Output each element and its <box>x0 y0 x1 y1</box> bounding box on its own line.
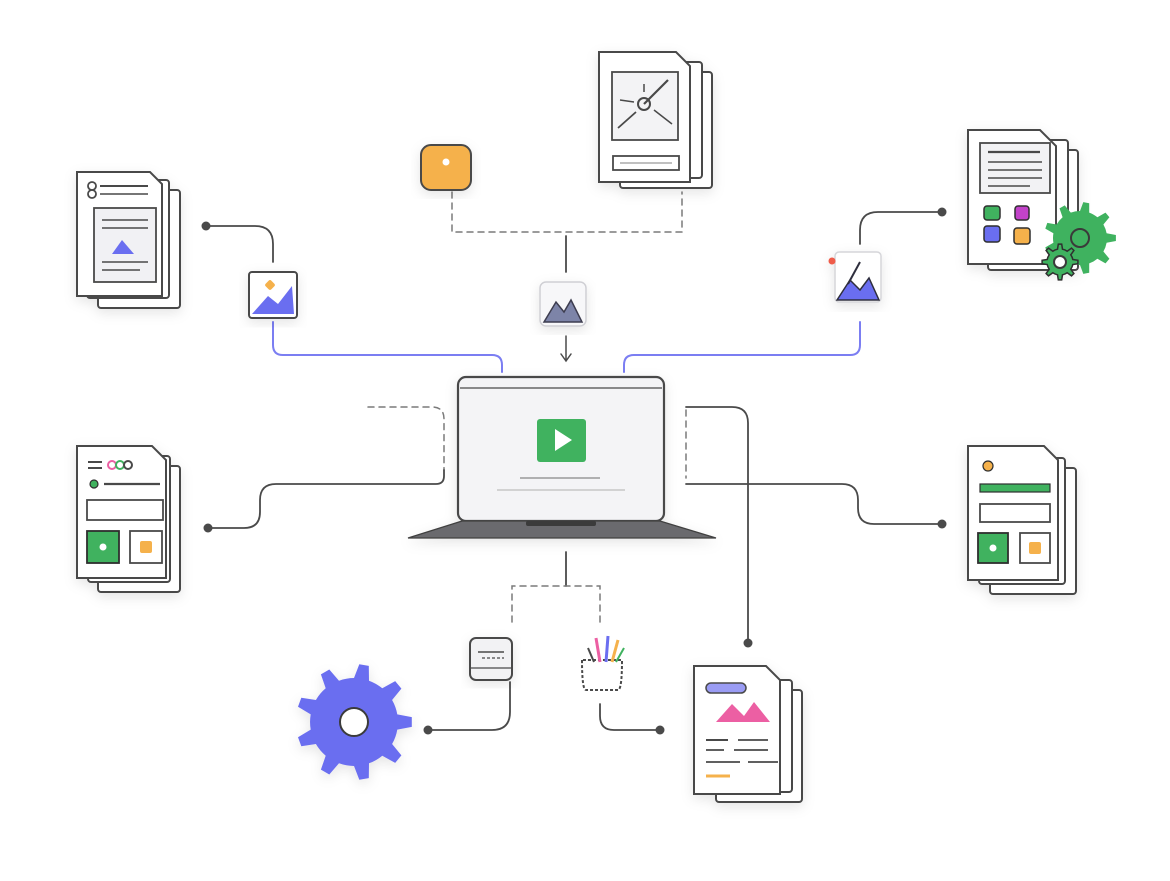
connectors <box>201 191 947 735</box>
connector-left-dashed <box>367 406 445 471</box>
connector-dot <box>201 221 211 231</box>
connector-bottom-dashed <box>511 585 601 623</box>
gear-hole <box>339 707 369 737</box>
image-icon <box>248 271 298 319</box>
document-stack-icon <box>967 445 1077 595</box>
document-stack-icon <box>693 665 803 803</box>
connector-dot <box>937 519 947 529</box>
image-icon <box>828 251 882 303</box>
connector-top-left-purple <box>272 321 503 373</box>
document-stack-icon <box>76 445 181 593</box>
gear-icon <box>298 664 412 780</box>
document-stack-icon <box>76 171 181 309</box>
connector-top-right-dark <box>859 211 943 245</box>
laptop-play-icon <box>407 375 717 539</box>
document-stack-icon <box>967 129 1079 271</box>
connector-dot <box>655 725 665 735</box>
connector-left-mid <box>207 469 445 529</box>
note-card-icon <box>469 637 513 681</box>
connector-dot <box>937 207 947 217</box>
connector-top-left-dark <box>205 225 274 263</box>
connector-top-center-dashed <box>451 191 683 233</box>
connector-top-center-arrow <box>560 335 572 363</box>
connector-right-down <box>685 406 749 643</box>
pencil-cup-icon <box>580 635 625 691</box>
connector-dot <box>423 725 433 735</box>
connector-bottom-left <box>427 681 511 731</box>
gear-hole <box>1053 255 1067 269</box>
connector-right-mid <box>685 483 943 525</box>
image-icon <box>539 281 587 327</box>
connector-top-right-purple <box>623 321 861 373</box>
gear-hole <box>1070 228 1090 248</box>
connector-dot <box>743 638 753 648</box>
connector-dot <box>203 523 213 533</box>
connector-bottom-right <box>599 703 661 731</box>
orange-tile-icon <box>420 144 472 191</box>
gear-icon <box>1041 243 1079 281</box>
document-stack-icon <box>598 51 713 189</box>
